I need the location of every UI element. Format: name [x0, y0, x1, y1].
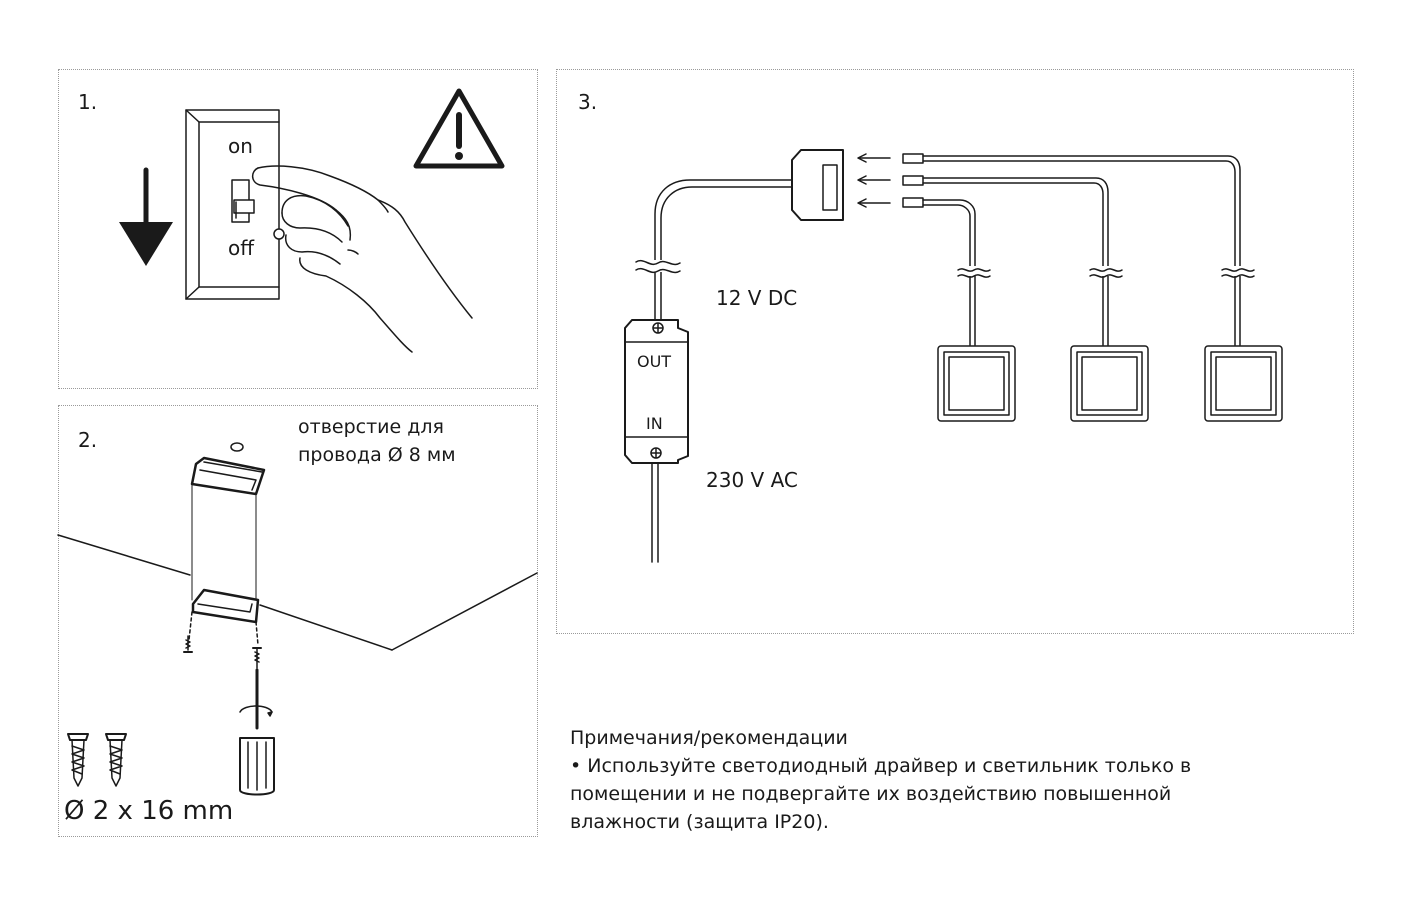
output-voltage-label: 12 V DC: [716, 286, 798, 310]
switch-on-label: on: [228, 134, 253, 158]
spotlight: [937, 345, 1016, 422]
driver-output-cable: [654, 179, 793, 321]
notes-line-1: • Используйте светодиодный драйвер и све…: [570, 755, 1192, 777]
cabinet-surface: [57, 534, 538, 651]
driver-out-label: OUT: [637, 352, 672, 371]
panel-step-1: [58, 69, 538, 389]
spotlight: [1204, 345, 1283, 422]
light-switch: [185, 109, 280, 300]
mounting-housing-bottom: [188, 588, 260, 646]
connector-arrows: [857, 153, 891, 208]
spotlight: [1070, 345, 1149, 422]
screw-icon: [105, 733, 127, 787]
panel-step-2: [58, 405, 538, 837]
hole-label-line2: провода Ø 8 мм: [298, 444, 456, 466]
screwdriver-icon: [239, 668, 275, 796]
wire-hole: [230, 442, 244, 452]
led-driver: [624, 319, 689, 464]
step-number-3: 3.: [578, 90, 598, 114]
panel-step-3: [556, 69, 1354, 634]
input-voltage-label: 230 V AC: [706, 468, 798, 492]
driver-input-cable: [651, 462, 659, 563]
screw-icon: [252, 647, 262, 669]
splitter: [791, 149, 844, 221]
driver-in-label: IN: [646, 414, 663, 433]
screw-spec-label: Ø 2 x 16 mm: [64, 796, 234, 826]
hole-label-line1: отверстие для: [298, 416, 444, 438]
screw-icon: [183, 635, 193, 653]
notes-block: Примечания/рекомендации • Используйте св…: [570, 724, 1191, 836]
down-arrow-icon: [119, 167, 173, 266]
light-cables: [922, 155, 1241, 346]
step-number-1: 1.: [78, 90, 98, 114]
switch-off-label: off: [228, 236, 255, 260]
hand: [251, 165, 473, 353]
notes-line-3: влажности (защита IP20).: [570, 811, 829, 833]
screw-icon: [67, 733, 89, 787]
notes-title: Примечания/рекомендации: [570, 727, 848, 749]
notes-line-2: помещении и не подвергайте их воздействи…: [570, 783, 1172, 805]
warning-icon: [413, 88, 505, 169]
break-marks: [957, 268, 1255, 278]
step-number-2: 2.: [78, 428, 98, 452]
mounting-housing-top: [190, 456, 266, 496]
